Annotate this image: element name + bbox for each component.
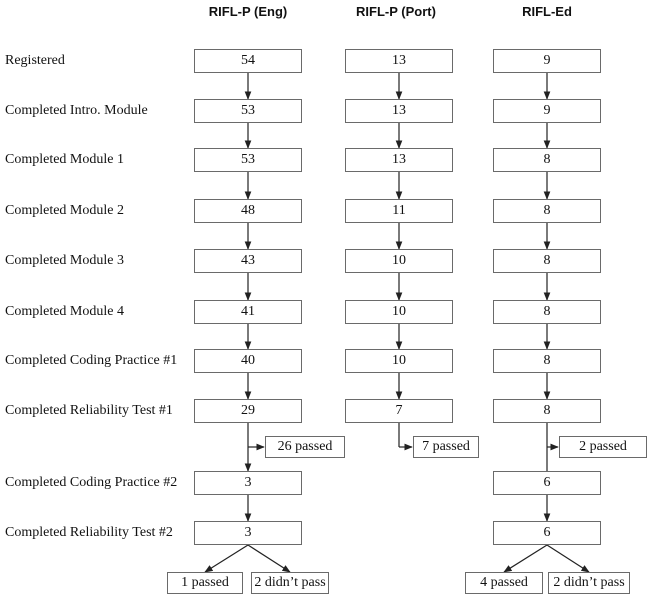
port-count-box: 13 — [345, 49, 453, 73]
eng-count-box: 41 — [194, 300, 302, 324]
port-count-box: 11 — [345, 199, 453, 223]
outcome-arrow — [546, 544, 590, 573]
port-count-box: 10 — [345, 349, 453, 373]
ed-count-box: 9 — [493, 99, 601, 123]
ed-count-box: 8 — [493, 148, 601, 172]
row-label-module-4: Completed Module 4 — [5, 304, 124, 319]
eng-count-box: 29 — [194, 399, 302, 423]
port-count-box: 10 — [345, 300, 453, 324]
port-count-box: 13 — [345, 148, 453, 172]
row-label-coding-practice-2: Completed Coding Practice #2 — [5, 475, 178, 490]
eng-passed-test-1-box: 26 passed — [265, 436, 345, 458]
ed-passed-test-1-box: 2 passed — [559, 436, 647, 458]
eng-count-box: 43 — [194, 249, 302, 273]
row-label-module-3: Completed Module 3 — [5, 253, 124, 268]
ed-not-passed-test-2-box: 2 didn’t pass — [548, 572, 630, 594]
outcome-arrow — [204, 544, 249, 573]
column-header-rifl-ed: RIFL-Ed — [522, 4, 572, 19]
row-label-module-2: Completed Module 2 — [5, 203, 124, 218]
eng-count-box: 3 — [194, 471, 302, 495]
ed-count-box: 6 — [493, 521, 601, 545]
ed-count-box: 8 — [493, 349, 601, 373]
column-header-rifl-p-eng: RIFL-P (Eng) — [208, 4, 288, 19]
row-label-registered: Registered — [5, 53, 65, 68]
column-header-rifl-p-port: RIFL-P (Port) — [356, 4, 436, 19]
ed-passed-test-2-box: 4 passed — [465, 572, 543, 594]
row-label-reliability-test-2: Completed Reliability Test #2 — [5, 525, 173, 540]
ed-count-box: 6 — [493, 471, 601, 495]
eng-count-box: 53 — [194, 148, 302, 172]
row-label-coding-practice-1: Completed Coding Practice #1 — [5, 353, 178, 368]
eng-count-box: 54 — [194, 49, 302, 73]
eng-count-box: 40 — [194, 349, 302, 373]
row-label-intro-module: Completed Intro. Module — [5, 103, 148, 118]
outcome-arrow — [503, 544, 548, 573]
ed-count-box: 8 — [493, 300, 601, 324]
eng-count-box: 3 — [194, 521, 302, 545]
eng-passed-test-2-box: 1 passed — [167, 572, 243, 594]
outcome-arrow — [247, 544, 291, 573]
eng-not-passed-test-2-box: 2 didn’t pass — [251, 572, 329, 594]
ed-count-box: 8 — [493, 249, 601, 273]
port-passed-test-1-box: 7 passed — [413, 436, 479, 458]
port-count-box: 10 — [345, 249, 453, 273]
row-label-module-1: Completed Module 1 — [5, 152, 124, 167]
eng-count-box: 53 — [194, 99, 302, 123]
ed-count-box: 9 — [493, 49, 601, 73]
port-count-box: 7 — [345, 399, 453, 423]
port-count-box: 13 — [345, 99, 453, 123]
row-label-reliability-test-1: Completed Reliability Test #1 — [5, 403, 173, 418]
ed-count-box: 8 — [493, 399, 601, 423]
ed-count-box: 8 — [493, 199, 601, 223]
eng-count-box: 48 — [194, 199, 302, 223]
